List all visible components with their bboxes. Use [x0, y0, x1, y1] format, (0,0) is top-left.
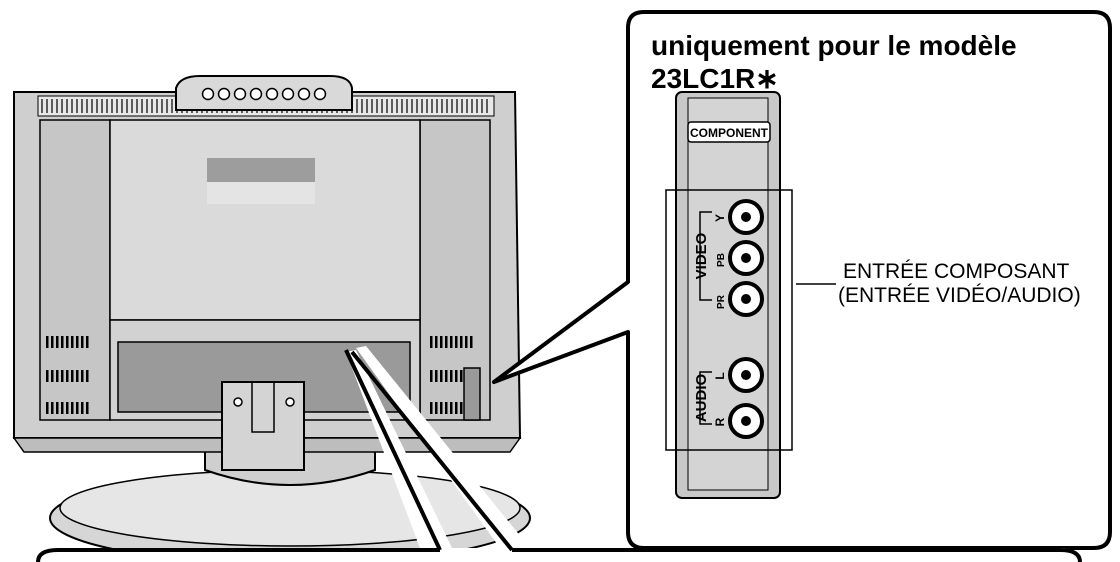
top-button [201, 87, 215, 101]
lower-callout-pointer [344, 349, 514, 552]
vent-slot [81, 336, 84, 348]
jack-label-r: R [713, 417, 727, 426]
vent-slot [455, 402, 458, 414]
vent-slot [86, 402, 89, 414]
top-button [249, 87, 263, 101]
callout-title-line1: uniquement pour le modèle [651, 30, 1017, 61]
vent-slot [76, 336, 79, 348]
vent-slot [71, 370, 74, 382]
vent-slot [445, 402, 448, 414]
vent-slot [430, 402, 433, 414]
vent-slot [66, 336, 69, 348]
top-button [217, 87, 231, 101]
jack-label-y: Y [713, 214, 727, 222]
vent-slot [81, 402, 84, 414]
vent-slot [450, 370, 453, 382]
vent-slot [455, 336, 458, 348]
jack-highlight-frame [665, 189, 793, 451]
video-bracket [699, 211, 712, 301]
side-jack-panel [463, 367, 481, 421]
stand-neck [221, 381, 305, 471]
component-panel: COMPONENT VIDEO AUDIO Y PB PR L R [675, 91, 781, 499]
jack-label-l: L [713, 372, 727, 379]
vent-slot [81, 370, 84, 382]
vent-slot [66, 370, 69, 382]
vent-slot [51, 402, 54, 414]
top-button [265, 87, 279, 101]
vent-slot [76, 370, 79, 382]
vent-slot [430, 370, 433, 382]
vent-slot [71, 402, 74, 414]
jack-label-pr: PR [716, 294, 727, 309]
jack-y[interactable] [728, 199, 764, 235]
vent-slot [440, 336, 443, 348]
vent-slot [450, 402, 453, 414]
vent-slot [450, 336, 453, 348]
top-buttons [201, 87, 327, 101]
vent-slot [465, 336, 468, 348]
vent-slot [51, 370, 54, 382]
jack-audio-l[interactable] [728, 357, 764, 393]
top-button [281, 87, 295, 101]
vent-slot [445, 370, 448, 382]
vent-slot [435, 336, 438, 348]
audio-bracket [699, 371, 712, 425]
callout-title-line2: 23LC1R∗ [651, 63, 779, 94]
vent-slot [440, 402, 443, 414]
vent-slot [435, 402, 438, 414]
vent-slot [56, 336, 59, 348]
vent-slot [61, 336, 64, 348]
vent-slot [61, 370, 64, 382]
vent-slot [56, 370, 59, 382]
vent-slot [66, 402, 69, 414]
vent-slot [76, 402, 79, 414]
vent-slot [460, 336, 463, 348]
vent-slot [46, 370, 49, 382]
annotation-line1: ENTRÉE COMPOSANT [843, 260, 1070, 283]
vent-slot [71, 336, 74, 348]
vent-slot [46, 336, 49, 348]
jack-pb[interactable] [728, 240, 764, 276]
component-header-tag [687, 121, 771, 143]
jack-audio-r[interactable] [728, 403, 764, 439]
top-button [313, 87, 327, 101]
vent-slot [460, 370, 463, 382]
vent-slot [440, 370, 443, 382]
vent-slot [86, 370, 89, 382]
vent-slot [56, 402, 59, 414]
vent-slot [460, 402, 463, 414]
vent-slot [470, 336, 473, 348]
vent-slot [435, 370, 438, 382]
annotation-line2: (ENTRÉE VIDÉO/AUDIO) [838, 284, 1081, 307]
jack-label-pb: PB [716, 253, 727, 267]
top-button [297, 87, 311, 101]
vent-slot [51, 336, 54, 348]
component-header: COMPONENT [690, 126, 769, 140]
audio-group-label: AUDIO [693, 374, 710, 423]
jack-pr[interactable] [728, 281, 764, 317]
vent-slot [455, 370, 458, 382]
top-button [233, 87, 247, 101]
lower-callout-frame [36, 548, 1082, 562]
top-button-panel [175, 75, 353, 111]
vent-slot [61, 402, 64, 414]
vent-slot [86, 336, 89, 348]
video-group-label: VIDEO [693, 232, 710, 279]
vent-slot [46, 402, 49, 414]
vent-slot [430, 336, 433, 348]
vent-slot [445, 336, 448, 348]
